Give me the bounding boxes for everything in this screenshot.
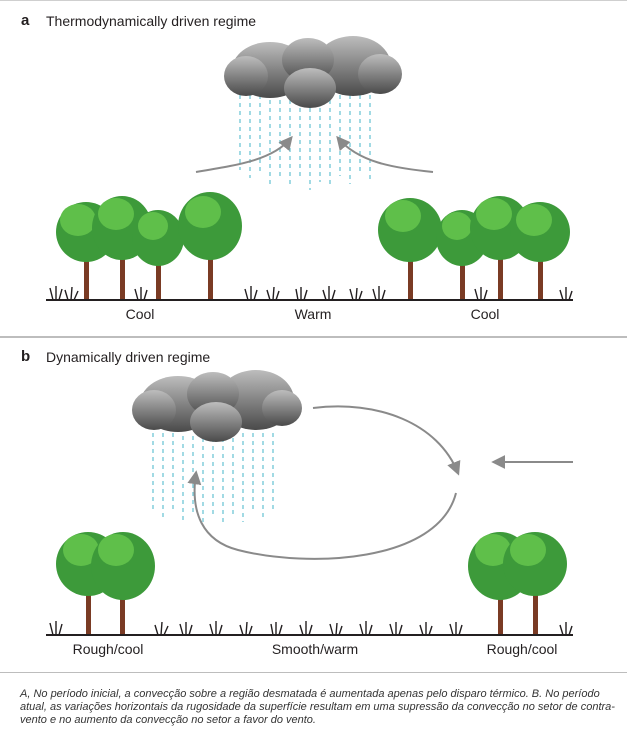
tree-icon [178,192,242,300]
rain-icon [152,433,274,526]
rain-icon [239,95,371,190]
grass-tufts [49,286,573,301]
label-warm: Warm [294,306,332,322]
converging-arrows [195,135,434,173]
label-cool-right: Cool [470,306,500,322]
grass-tufts [49,621,573,636]
cloud-icon [132,370,302,442]
tree-cluster-left [56,192,242,300]
panel-a-diagram [46,36,573,301]
panel-b-title: Dynamically driven regime [46,349,211,365]
top-rule [0,0,627,1]
tree-icon [503,532,567,635]
circulation-arrows [187,405,573,560]
tree-icon [470,196,530,300]
tree-cluster-right [378,196,570,300]
tree-cluster-left [56,532,155,635]
panel-b-letter: b [21,348,31,365]
label-cool-left: Cool [125,306,155,322]
panel-thermodynamic: a Thermodynamically driven regime [8,0,619,336]
label-smooth-warm: Smooth/warm [271,641,359,657]
tree-icon [91,532,155,635]
tree-icon [132,210,184,300]
panel-b-diagram [46,370,573,636]
caption-divider [0,672,627,673]
tree-icon [510,202,570,300]
label-rough-cool-left: Rough/cool [72,641,144,657]
tree-cluster-right [468,532,567,635]
tree-icon [378,198,442,300]
panel-divider [0,336,627,338]
label-rough-cool-right: Rough/cool [486,641,558,657]
cloud-icon [224,36,402,108]
panel-dynamic: b Dynamically driven regime [8,338,619,672]
figure-caption: A, No período inicial, a convecção sobre… [20,688,615,726]
panel-a-letter: a [21,12,30,29]
panel-a-title: Thermodynamically driven regime [46,13,257,29]
